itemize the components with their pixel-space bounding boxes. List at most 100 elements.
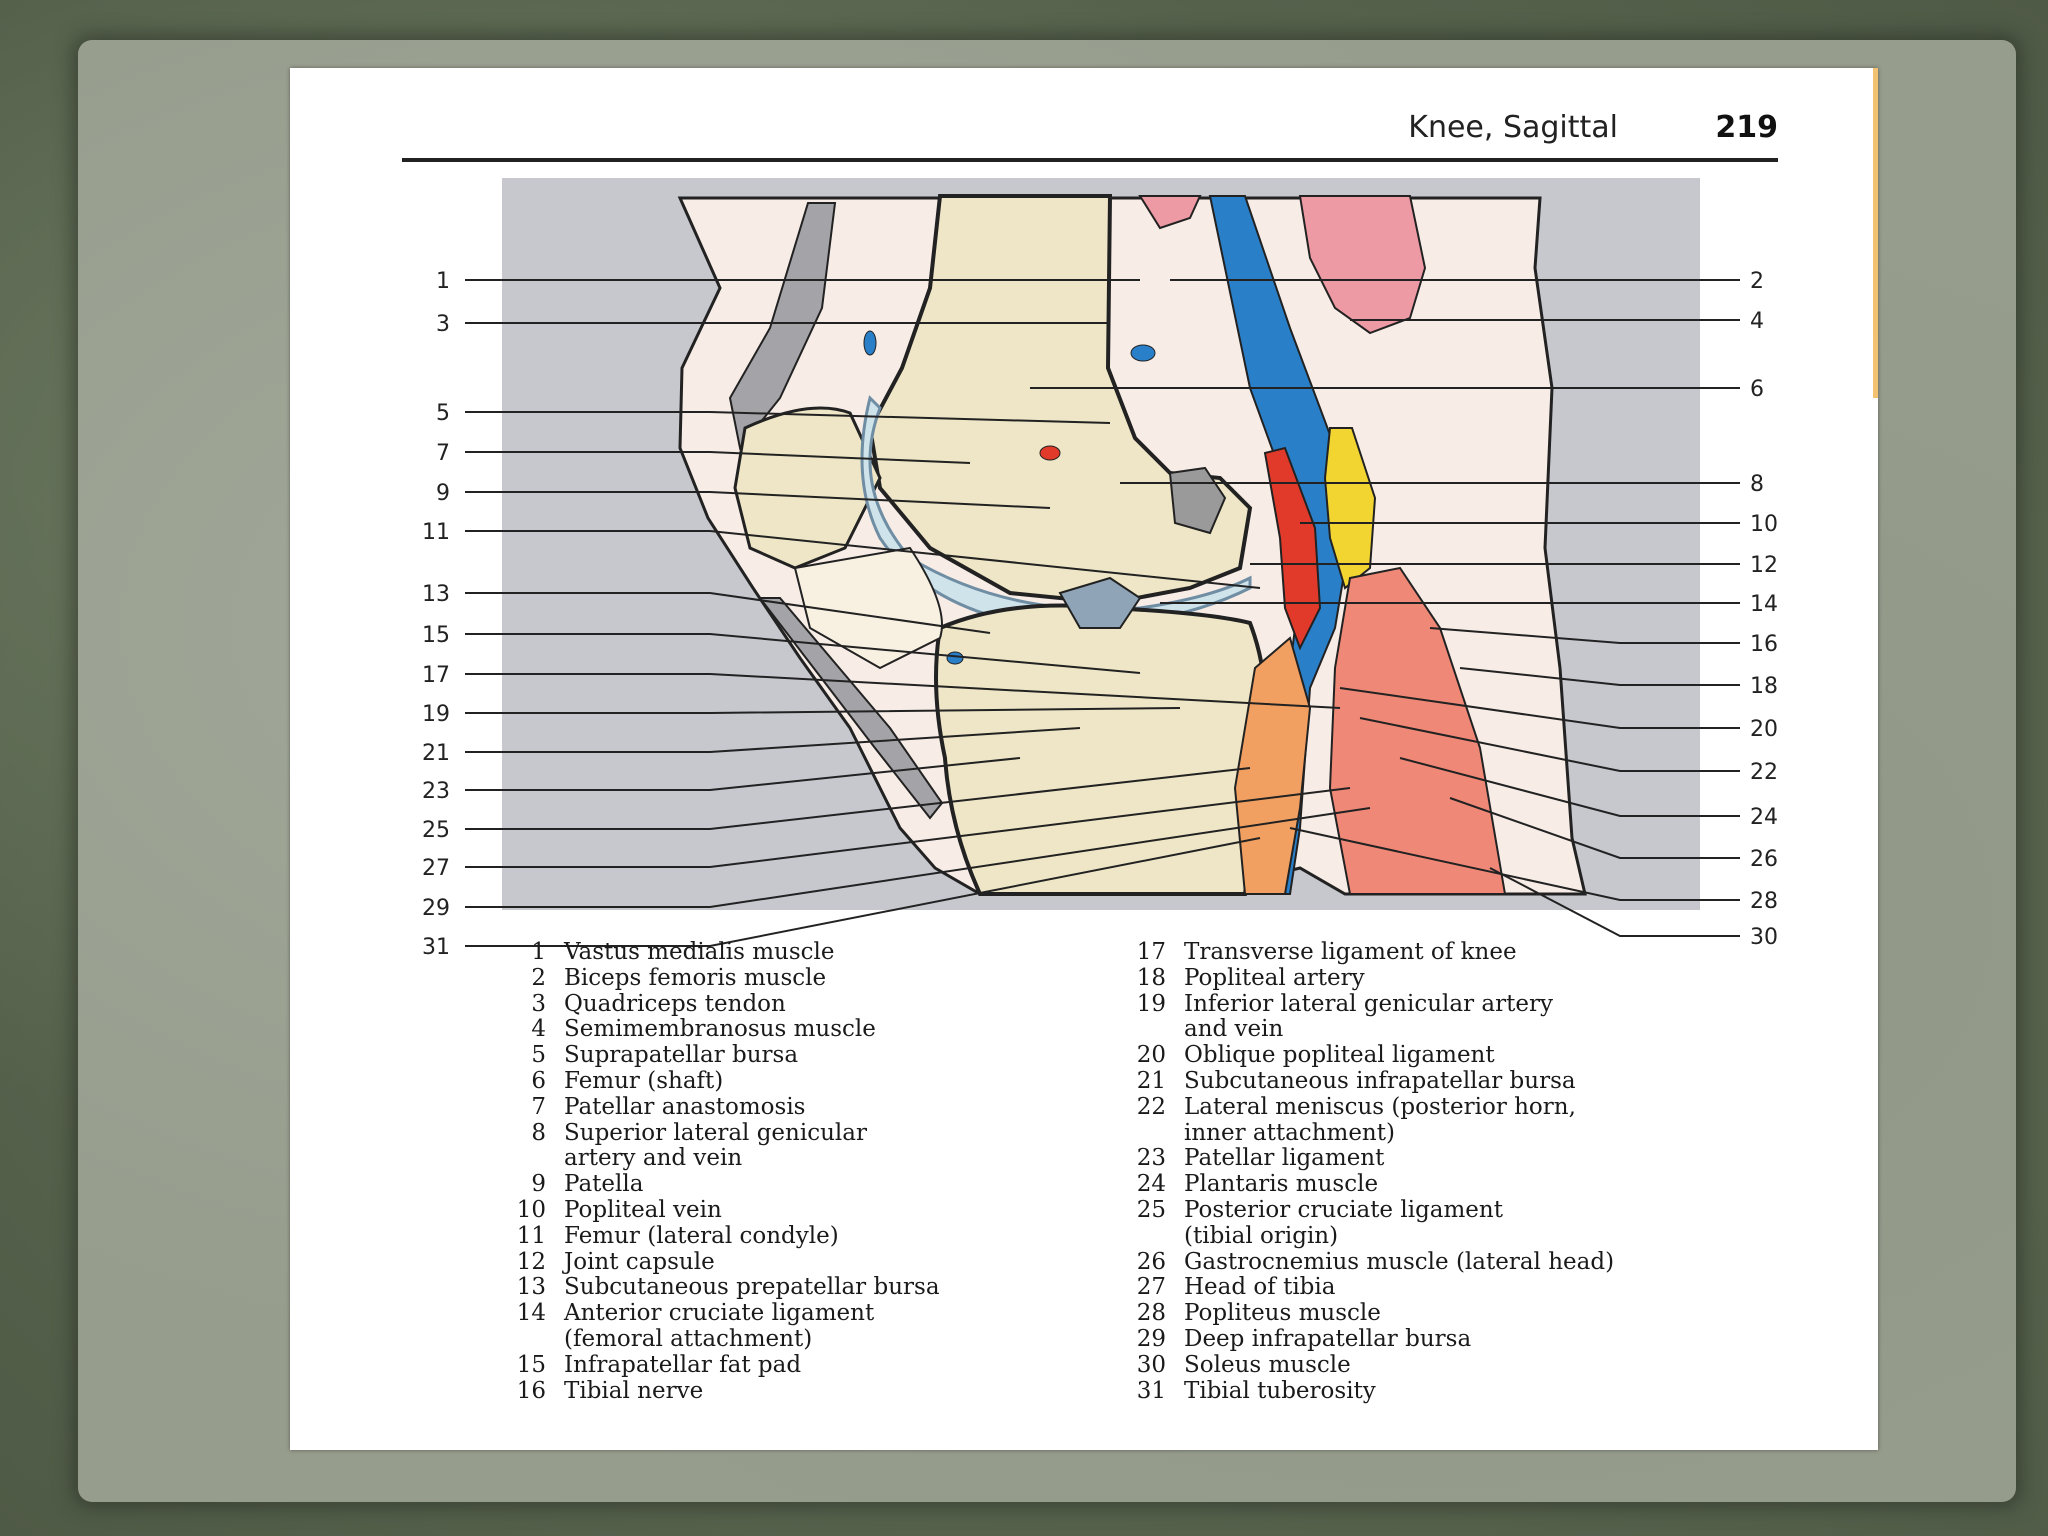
legend-number: 7	[531, 1093, 546, 1120]
legend-label: Femur (shaft)	[564, 1067, 724, 1094]
legend-entry-7: 7 Patellar anastomosis	[490, 1093, 1110, 1121]
legend-entry-18: 18 Popliteal artery	[1110, 964, 1790, 992]
callout-number-13: 13	[422, 582, 450, 607]
legend-label: Popliteal vein	[564, 1196, 722, 1223]
legend-label: Tibial tuberosity	[1184, 1377, 1376, 1404]
callout-number-6: 6	[1750, 377, 1764, 402]
legend-label: Superior lateral genicular	[564, 1119, 867, 1146]
callout-number-31: 31	[422, 935, 450, 960]
legend-entry-2: 2 Biceps femoris muscle	[490, 964, 1110, 992]
legend-number: 11	[516, 1222, 546, 1249]
legend-number: 6	[531, 1067, 546, 1094]
legend-label: Patellar anastomosis	[564, 1093, 806, 1120]
knee-sagittal-diagram: 1357911131517192123252729312468101214161…	[422, 178, 1778, 960]
legend-label: Patellar ligament	[1184, 1145, 1385, 1172]
legend-number: 29	[1136, 1325, 1166, 1352]
legend-label: Biceps femoris muscle	[564, 964, 827, 991]
leader-line-9	[465, 491, 1051, 509]
legend-number: 31	[1136, 1377, 1166, 1404]
callout-number-8: 8	[1750, 472, 1764, 497]
legend-label: Soleus muscle	[1184, 1351, 1351, 1378]
legend-label: Deep infrapatellar bursa	[1184, 1325, 1472, 1352]
semimembranosus-muscle	[1298, 195, 1427, 335]
callout-number-7: 7	[436, 441, 450, 466]
legend-number: 26	[1136, 1248, 1166, 1275]
leader-line-24	[1399, 757, 1740, 817]
legend-number: 18	[1136, 964, 1166, 991]
legend-number: 30	[1136, 1351, 1166, 1378]
legend-entry-17: 17 Transverse ligament of knee	[1110, 939, 1790, 966]
callout-number-25: 25	[422, 818, 450, 843]
legend-label: Semimembranosus muscle	[564, 1016, 876, 1043]
callout-number-15: 15	[422, 623, 450, 648]
popliteus-muscle	[1233, 636, 1312, 895]
callout-number-10: 10	[1750, 512, 1778, 537]
leader-line-21	[465, 727, 1081, 753]
callout-number-26: 26	[1750, 847, 1778, 872]
legend-number: 14	[516, 1300, 546, 1327]
callout-number-1: 1	[436, 269, 450, 294]
leader-line-7	[465, 451, 971, 464]
legend-label: Oblique popliteal ligament	[1184, 1042, 1495, 1069]
leader-line-25	[465, 767, 1251, 830]
tibia	[934, 603, 1268, 896]
legend-label: Joint capsule	[564, 1248, 715, 1275]
legend-label: Patella	[564, 1171, 644, 1198]
legend-number: 9	[531, 1171, 546, 1198]
page-title: Knee, Sagittal	[1408, 110, 1618, 145]
genicular-vessel	[1039, 445, 1061, 461]
callout-number-2: 2	[1750, 269, 1764, 294]
page-number: 219	[1715, 110, 1778, 145]
callout-number-20: 20	[1750, 717, 1778, 742]
legend-number: 17	[1136, 939, 1166, 965]
popliteal-artery	[1263, 446, 1322, 651]
callout-number-19: 19	[422, 702, 450, 727]
legend-label: Transverse ligament of knee	[1184, 939, 1517, 965]
legend-number: 16	[516, 1377, 546, 1404]
legend-number: 8	[531, 1119, 546, 1146]
legend-number: 27	[1136, 1274, 1166, 1301]
page-header: Knee, Sagittal 219	[402, 98, 1778, 162]
legend-number: 23	[1136, 1145, 1166, 1172]
legend-entry-30: 30 Soleus muscle	[1110, 1351, 1790, 1379]
legend-entry-20: 20 Oblique popliteal ligament	[1110, 1042, 1790, 1069]
page-edge	[1873, 68, 1878, 398]
leader-line-23	[465, 757, 1021, 791]
genicular-vessel	[1130, 344, 1156, 362]
legend-number: 20	[1136, 1042, 1166, 1069]
legend-label: Plantaris muscle	[1184, 1171, 1379, 1198]
callout-number-28: 28	[1750, 889, 1778, 914]
legend-label: Suprapatellar bursa	[564, 1042, 799, 1069]
callout-number-4: 4	[1750, 309, 1764, 334]
legend-column-right: 17 Transverse ligament of knee 18 Popliteal…	[1110, 939, 1790, 1404]
legend-label: Lateral meniscus (posterior horn,	[1184, 1093, 1576, 1120]
legend-label: Head of tibia	[1184, 1274, 1336, 1301]
callout-number-23: 23	[422, 779, 450, 804]
callout-number-3: 3	[436, 312, 450, 337]
legend-entry-9: 9 Patella	[490, 1171, 1110, 1198]
legend-number: 15	[516, 1351, 546, 1378]
legend-entry-23: 23 Patellar ligament	[1110, 1146, 1790, 1172]
legend-number: 25	[1136, 1196, 1166, 1223]
legend-label: Popliteal artery	[1184, 964, 1365, 991]
legend-number: 2	[531, 964, 546, 991]
leader-line-18	[1459, 667, 1740, 686]
leader-line-11	[465, 530, 1261, 589]
genicular-vessel	[863, 330, 877, 356]
callout-number-9: 9	[436, 481, 450, 506]
leader-line-22	[1359, 717, 1740, 772]
leader-line-5	[465, 411, 1111, 424]
